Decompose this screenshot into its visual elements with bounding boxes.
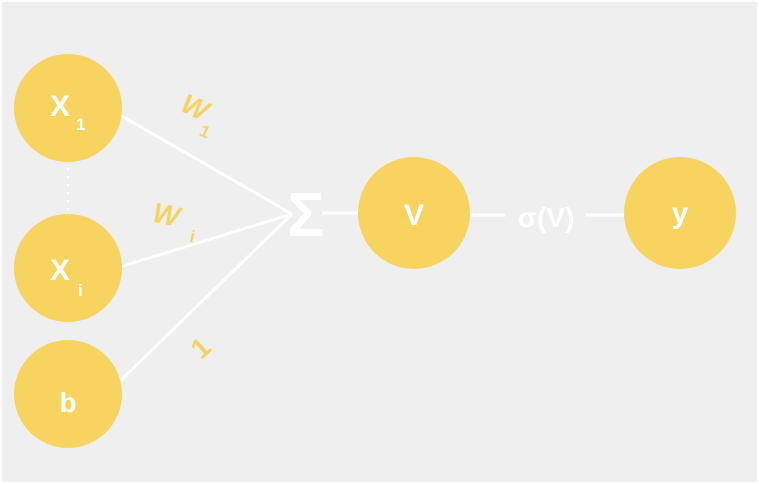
node-x1-circle <box>14 54 122 162</box>
edge-xi-sum <box>119 212 293 269</box>
node-v-circle <box>358 157 470 269</box>
node-bias-circle <box>14 340 122 448</box>
node-x1-subscript: 1 <box>76 115 85 134</box>
node-x1: X 1 <box>14 54 122 162</box>
weight-w1: W 1 <box>176 88 215 143</box>
weight-w1-label: W <box>176 88 215 128</box>
node-xi: X i <box>14 214 122 322</box>
edge-x1-sum <box>119 113 293 216</box>
node-bias: b <box>14 340 122 448</box>
weight-wi-label: W <box>150 197 185 233</box>
node-x1-label: X <box>50 90 70 123</box>
node-bias-label: b <box>59 387 76 418</box>
node-xi-circle <box>14 214 122 322</box>
node-y: y <box>624 157 736 269</box>
node-v-label: V <box>404 199 424 232</box>
summation-symbol: Σ <box>287 181 324 250</box>
node-xi-subscript: i <box>78 281 83 300</box>
weight-wi-subscript: i <box>188 227 197 247</box>
activation-label: σ(V) <box>518 202 574 233</box>
weight-bias-label: 1 <box>185 331 217 364</box>
node-y-label: y <box>672 197 689 230</box>
weight-wi: W i <box>150 197 197 247</box>
node-v: V <box>358 157 470 269</box>
node-xi-label: X <box>50 254 70 287</box>
node-y-circle <box>624 157 736 269</box>
edge-b-sum <box>118 212 294 383</box>
